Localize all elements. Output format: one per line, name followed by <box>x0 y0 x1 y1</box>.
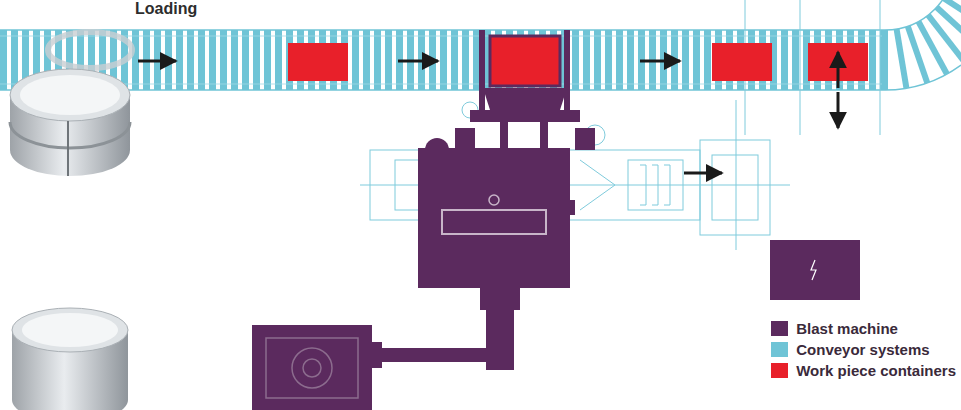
legend-swatch <box>771 363 788 378</box>
conveyor-rollers <box>0 30 885 90</box>
control-cabinet <box>770 240 860 300</box>
bearing-shells <box>10 32 132 410</box>
legend-swatch <box>771 342 788 357</box>
legend: Blast machineConveyor systemsWork piece … <box>771 318 956 381</box>
roller <box>937 7 961 48</box>
roller <box>949 0 961 12</box>
blast-machine <box>252 30 595 410</box>
legend-swatch <box>771 321 788 336</box>
section-label: Loading <box>132 0 200 18</box>
legend-row: Work piece containers <box>771 360 956 381</box>
work-piece-containers <box>288 43 868 81</box>
legend-text: Blast machine <box>796 320 898 337</box>
roller <box>882 30 888 90</box>
flow-arrows <box>138 52 838 173</box>
legend-text: Work piece containers <box>796 362 956 379</box>
container-in-machine <box>490 36 560 86</box>
roller <box>897 29 907 88</box>
legend-text: Conveyor systems <box>796 341 929 358</box>
legend-row: Blast machine <box>771 318 956 339</box>
roller <box>944 0 961 31</box>
legend-row: Conveyor systems <box>771 339 956 360</box>
conveyor-curve <box>885 0 961 90</box>
